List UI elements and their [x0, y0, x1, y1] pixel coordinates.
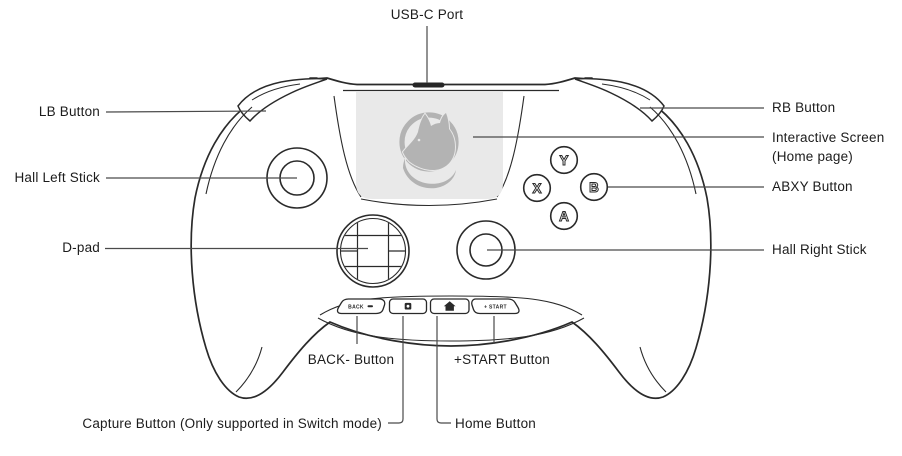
bottom-button-row: BACK + START — [336, 298, 520, 315]
label-start-button: +START Button — [453, 352, 551, 367]
label-rb-button: RB Button — [772, 100, 836, 115]
abxy-cluster: Y X B A — [522, 145, 609, 231]
label-interactive-screen: Interactive Screen (Home page) — [772, 128, 884, 166]
start-pill-text: + START — [484, 305, 507, 311]
home-icon — [443, 301, 456, 311]
x-button-letter: X — [532, 181, 541, 196]
label-hall-right-stick: Hall Right Stick — [772, 242, 867, 257]
a-button-letter: A — [559, 209, 569, 224]
usb-c-port — [412, 82, 445, 88]
label-capture-button: Capture Button (Only supported in Switch… — [82, 416, 382, 431]
start-button-pill — [471, 298, 520, 315]
label-interactive-screen-line1: Interactive Screen — [772, 130, 885, 145]
label-lb-button: LB Button — [38, 104, 100, 119]
label-hall-left-stick: Hall Left Stick — [14, 170, 100, 185]
back-button-pill — [336, 298, 386, 315]
label-abxy-button: ABXY Button — [772, 179, 853, 194]
rb-bumper-seam — [601, 83, 651, 101]
connector-home — [436, 316, 451, 424]
b-button — [579, 172, 609, 202]
fox-logo-icon — [399, 111, 459, 190]
label-back-button: BACK- Button — [307, 352, 395, 367]
x-button — [522, 173, 552, 203]
connector-lb — [105, 110, 267, 113]
capture-icon — [404, 302, 412, 310]
b-button-letter: B — [589, 180, 599, 195]
back-pill-text: BACK — [348, 305, 364, 311]
label-home-button: Home Button — [455, 416, 536, 431]
a-button — [549, 201, 579, 231]
y-button — [549, 145, 579, 175]
lb-bumper-seam — [251, 83, 301, 101]
label-usb-c-port: USB-C Port — [390, 7, 464, 22]
label-interactive-screen-line2: (Home page) — [772, 149, 853, 164]
lb-bumper — [237, 77, 328, 123]
y-button-letter: Y — [559, 153, 568, 168]
connector-lines — [105, 26, 764, 424]
dpad — [336, 214, 410, 288]
label-dpad: D-pad — [62, 240, 100, 255]
connector-capture — [388, 316, 404, 424]
minus-icon — [367, 305, 373, 308]
rb-bumper — [574, 77, 665, 123]
dpad-grid — [341, 219, 405, 283]
